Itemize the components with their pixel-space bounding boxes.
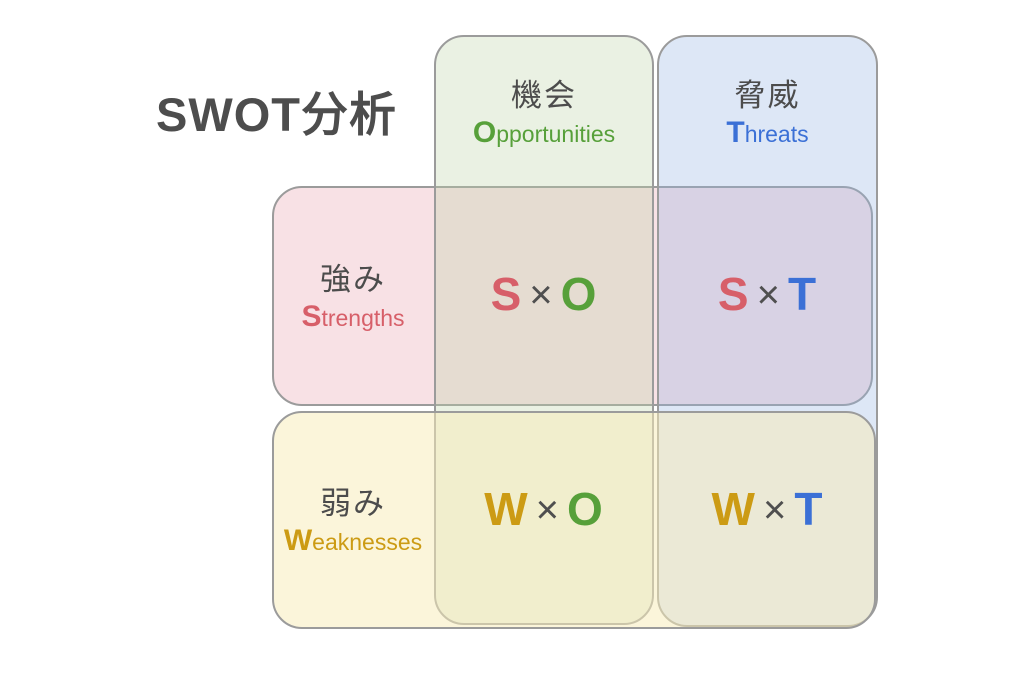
weaknesses-en-label: Weaknesses xyxy=(283,523,423,558)
page-title: SWOT分析 xyxy=(156,88,397,141)
weaknesses-rest: eaknesses xyxy=(312,528,423,555)
strengths-en-label: Strengths xyxy=(301,299,405,334)
cell-wxo-w-letter: W xyxy=(484,483,529,535)
cell-w-x-o: W×O xyxy=(434,411,654,607)
weaknesses-jp-label: 弱み xyxy=(320,485,386,521)
opportunities-rest: pportunities xyxy=(496,120,616,147)
weaknesses-header: 弱み Weaknesses xyxy=(272,411,434,629)
opportunities-header: 機会 Opportunities xyxy=(434,38,654,186)
cell-wxo-cross-icon: × xyxy=(535,487,560,532)
opportunities-initial: O xyxy=(472,115,497,149)
cell-sxt-t-letter: T xyxy=(787,268,818,320)
strengths-header: 強み Strengths xyxy=(272,186,434,406)
weaknesses-row-shape xyxy=(272,411,876,629)
cell-sxt-cross-icon: × xyxy=(756,272,781,317)
strengths-jp-label: 強み xyxy=(320,261,386,297)
cell-wxt-t-letter: T xyxy=(794,483,824,535)
weaknesses-initial: W xyxy=(283,523,313,557)
strengths-rest: trengths xyxy=(321,304,405,331)
cell-s-x-o: S×O xyxy=(434,186,654,402)
cell-sxo-o-letter: O xyxy=(560,268,598,320)
cell-wxt-w-letter: W xyxy=(711,483,756,535)
threats-en-label: Threats xyxy=(726,115,809,150)
cell-sxt-s-letter: S xyxy=(717,268,750,320)
opportunities-en-label: Opportunities xyxy=(472,115,616,150)
threats-header: 脅威 Threats xyxy=(657,38,878,186)
strengths-row-shape xyxy=(272,186,873,406)
cell-s-x-t: S×T xyxy=(657,186,878,402)
threats-initial: T xyxy=(726,115,745,149)
cell-wxo-o-letter: O xyxy=(567,483,604,535)
cell-sxo-cross-icon: × xyxy=(529,272,554,317)
cell-wxt-cross-icon: × xyxy=(762,487,788,532)
opportunities-jp-label: 機会 xyxy=(511,77,577,113)
threats-rest: hreats xyxy=(744,120,809,147)
strengths-initial: S xyxy=(301,299,322,333)
cell-sxo-s-letter: S xyxy=(490,268,523,320)
cell-w-x-t: W×T xyxy=(657,411,878,607)
threats-jp-label: 脅威 xyxy=(734,77,801,113)
